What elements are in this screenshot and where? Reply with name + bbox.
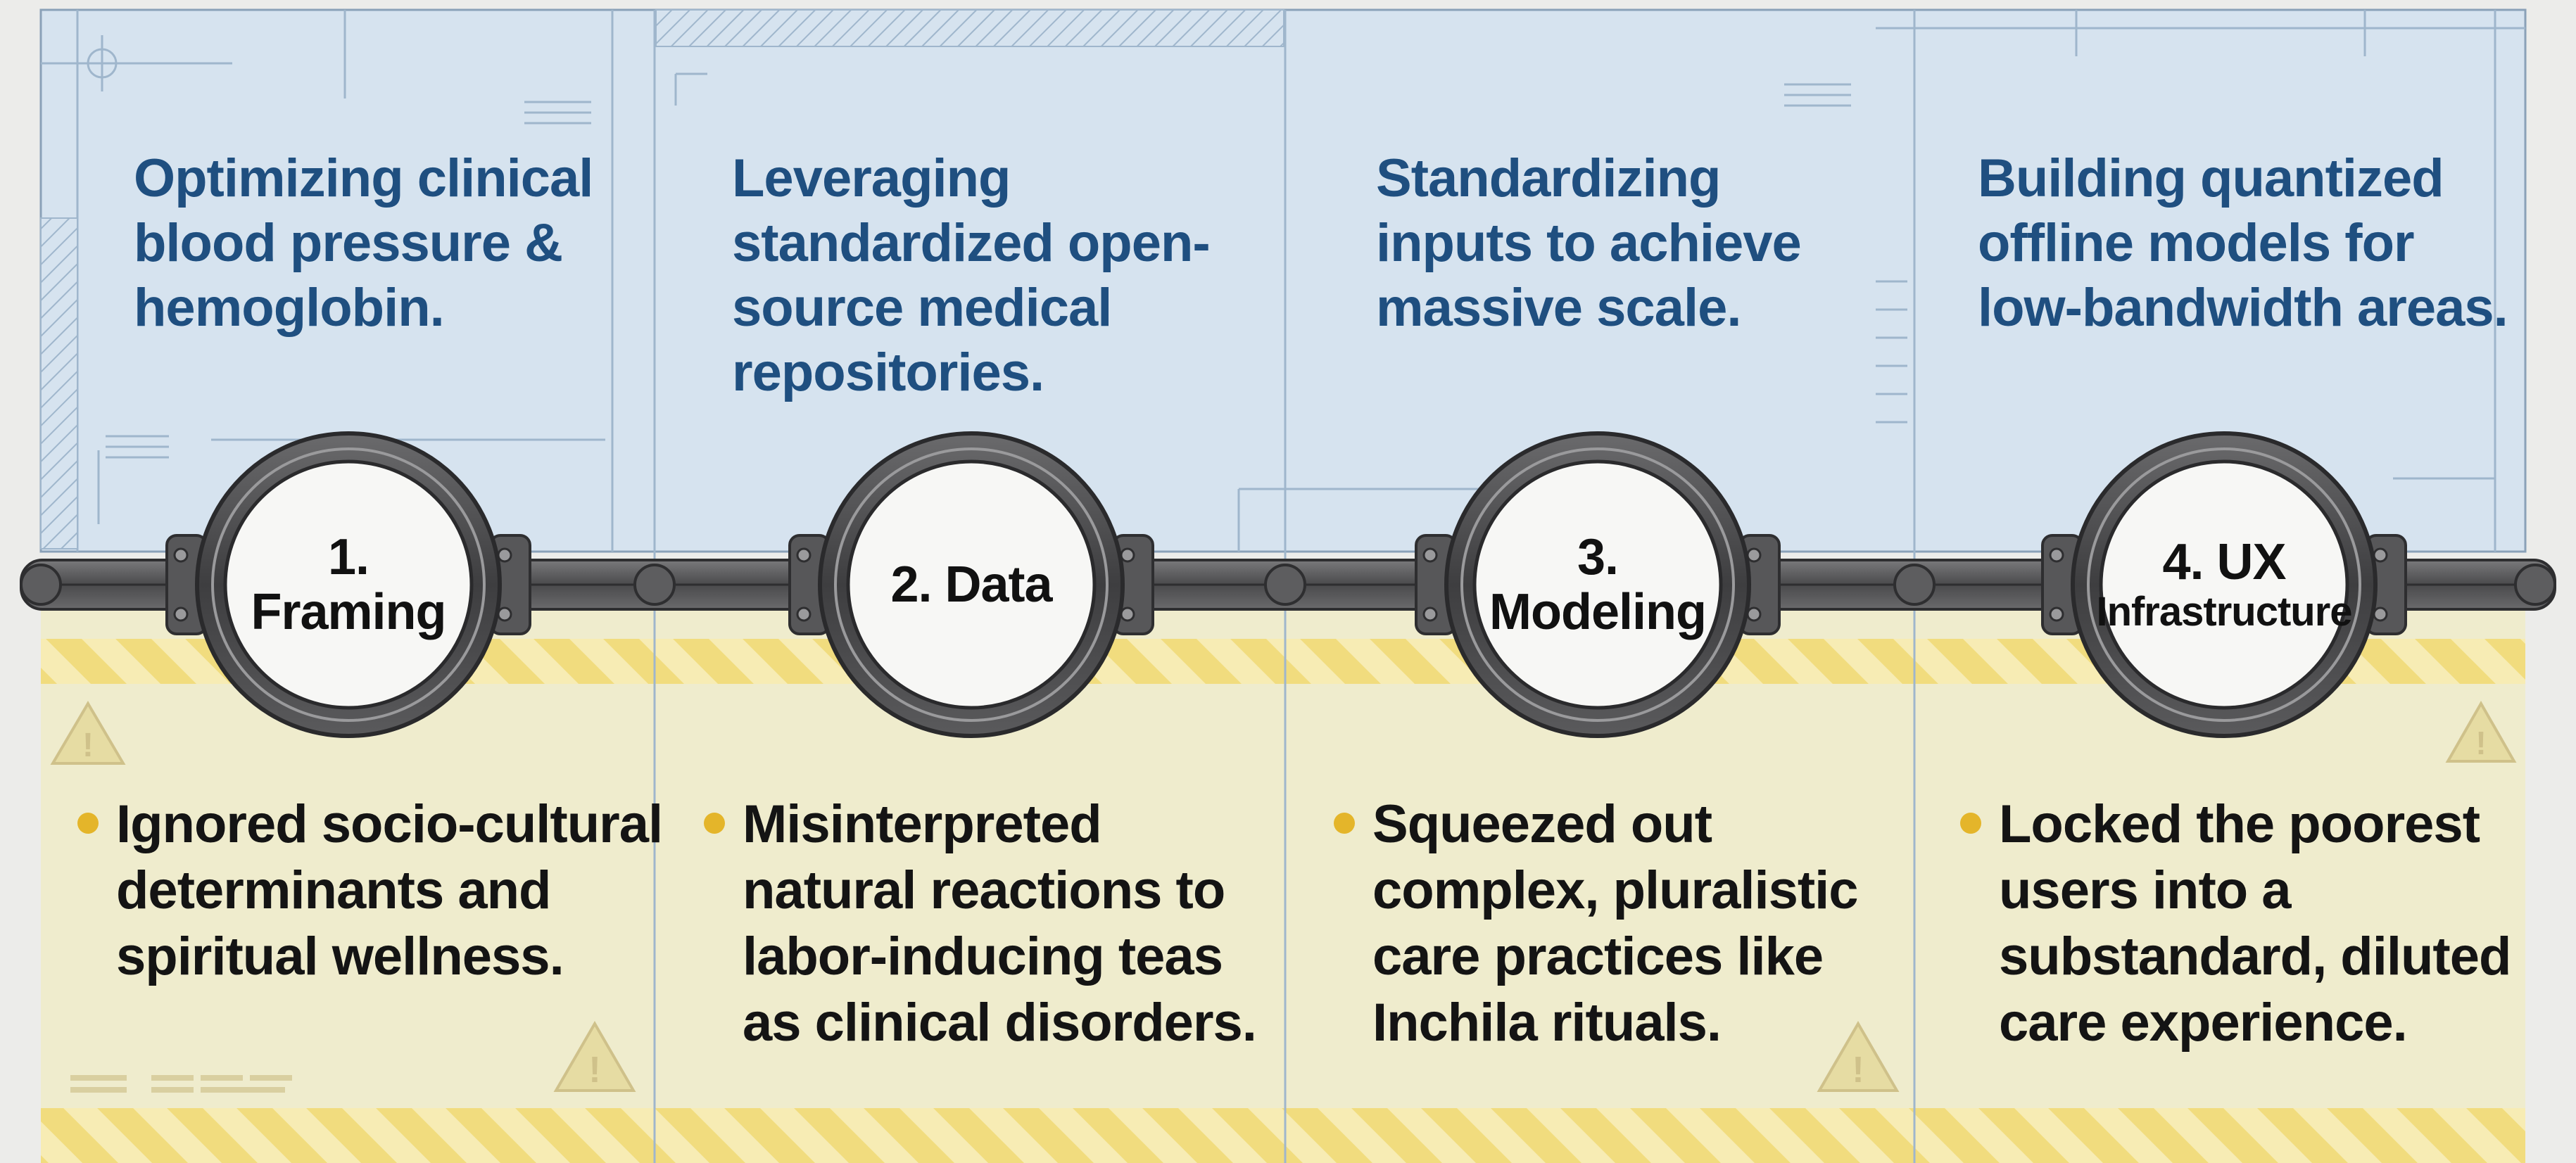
goal-line: repositories. <box>732 343 1044 402</box>
stage-label-line1: 3. Modeling <box>1489 529 1707 640</box>
harm-line: Ignored socio-cultural <box>116 794 663 854</box>
top-panel <box>39 8 2527 553</box>
bolt <box>796 547 812 563</box>
goal-line: Optimizing clinical <box>134 148 593 208</box>
goal-line: inputs to achieve <box>1376 213 1802 273</box>
warning-icon: ! <box>2445 700 2517 763</box>
pipeline-bar <box>20 559 2556 611</box>
goal-line: Standardizing <box>1376 148 1721 208</box>
bolt <box>497 547 512 563</box>
ring-face <box>1472 459 1723 710</box>
ring-face <box>223 459 474 710</box>
harm-line: determinants and <box>116 860 551 920</box>
harm-line: complex, pluralistic <box>1372 860 1859 920</box>
svg-text:!: ! <box>1852 1050 1864 1091</box>
harm-line: natural reactions to <box>743 860 1225 920</box>
stage-label-line1: 4. UX <box>2162 534 2286 590</box>
ring-highlight <box>211 447 486 722</box>
goal-line: standardized open- <box>732 213 1211 273</box>
goal-line: Building quantized <box>1978 148 2444 208</box>
harm-line: spiritual wellness. <box>116 927 564 986</box>
goal-line: low-bandwidth areas. <box>1978 278 2508 338</box>
goal-line: offline models for <box>1978 213 2415 273</box>
stage-label-1: 1. Framing <box>232 469 465 701</box>
stage-ring-3 <box>1415 431 1781 738</box>
stage-ring-2 <box>788 431 1154 738</box>
bullet-icon <box>1334 813 1355 834</box>
bolt <box>173 547 189 563</box>
bolt <box>1422 606 1438 622</box>
harm-line: users into a <box>1999 860 2292 920</box>
stage-rings <box>165 431 2407 738</box>
goal-line: source medical <box>732 278 1112 338</box>
harm-line: as clinical disorders. <box>743 993 1257 1053</box>
warning-icon: ! <box>50 701 126 765</box>
bullet-icon <box>1960 813 1981 834</box>
bolt <box>497 606 512 622</box>
hatch-top <box>655 9 1284 47</box>
bolt <box>2049 547 2064 563</box>
harm-line: labor-inducing teas <box>743 927 1223 986</box>
stage-label-3: 3. Modeling <box>1482 469 1714 701</box>
stage-label-line1: 1. Framing <box>251 529 446 640</box>
harm-line: Misinterpreted <box>743 794 1102 854</box>
ring-highlight <box>2087 447 2361 722</box>
harm-line: Squeezed out <box>1372 794 1712 854</box>
warning-icon: ! <box>1817 1021 1900 1092</box>
bolt <box>796 606 812 622</box>
svg-text:!: ! <box>2475 725 2486 761</box>
hatch-left <box>40 217 78 549</box>
stage-ring-4 <box>2041 431 2407 738</box>
bolt <box>1746 547 1762 563</box>
bolt <box>1422 547 1438 563</box>
stage-label-2: 2. Data <box>855 469 1087 701</box>
warning-icons: ! ! ! ! <box>50 700 2517 1092</box>
ring-face <box>846 459 1097 710</box>
goal-line: hemoglobin. <box>134 278 445 338</box>
svg-text:!: ! <box>82 727 94 764</box>
bolt <box>1120 606 1135 622</box>
ring-highlight <box>1460 447 1735 722</box>
warning-icon: ! <box>553 1021 636 1092</box>
bottom-hazard-stripe <box>41 1108 2525 1163</box>
harm-line: Locked the poorest <box>1999 794 2480 854</box>
harm-line: care practices like <box>1372 927 1824 986</box>
bullet-icon <box>77 813 99 834</box>
goal-line: Leveraging <box>732 148 1011 208</box>
goal-line: massive scale. <box>1376 278 1741 338</box>
bolt <box>2373 547 2388 563</box>
bullet-icon <box>704 813 725 834</box>
ring-face <box>2099 459 2349 710</box>
harm-line: Inchila rituals. <box>1372 993 1722 1053</box>
ring-highlight <box>834 447 1109 722</box>
bolt <box>1120 547 1135 563</box>
bolt <box>173 606 189 622</box>
legend-lines <box>70 1075 292 1093</box>
stage-label-line1: 2. Data <box>890 557 1052 613</box>
svg-text:!: ! <box>588 1050 600 1091</box>
bolt <box>1746 606 1762 622</box>
bolt <box>2049 606 2064 622</box>
bolt <box>2373 606 2388 622</box>
goal-line: blood pressure & <box>134 213 563 273</box>
stage-label-line2: Infrastructure <box>2096 589 2352 635</box>
stage-ring-1 <box>165 431 531 738</box>
harm-line: care experience. <box>1999 993 2408 1053</box>
harm-line: substandard, diluted <box>1999 927 2511 986</box>
